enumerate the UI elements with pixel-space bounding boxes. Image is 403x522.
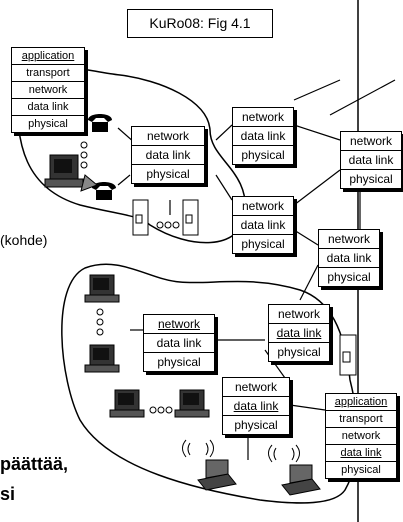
laptop-icon [197,459,237,491]
layer-data-link: data link [233,126,293,145]
router-stack-c: network data link physical [340,131,402,189]
ellipsis-dots [156,221,180,229]
layer-data-link: data link [223,396,289,415]
desktop-computer-icon [84,344,120,373]
laptop-icon [281,464,321,496]
layer-network: network [234,380,278,394]
layer-network: network [326,427,396,444]
layer-physical: physical [319,267,379,286]
router-stack-e: network data link physical [318,229,380,287]
layer-physical: physical [269,342,329,361]
server-icon [182,199,199,236]
layer-application: application [21,50,75,62]
router-stack-g: network data link physical [268,304,330,362]
layer-data-link: data link [132,145,204,164]
layer-physical: physical [223,415,289,434]
layer-network: network [277,307,321,321]
layer-data-link: data link [12,98,84,115]
server-icon [132,199,149,236]
bottom-text-line-2: si [0,484,16,504]
figure-caption: KuRo08: Fig 4.1 [127,9,273,38]
router-stack-b: network data link physical [232,107,294,165]
layer-transport: transport [326,410,396,427]
layer-data-link: data link [233,215,293,234]
desktop-computer-icon [174,389,210,418]
ellipsis-dots [80,141,88,169]
layer-network: network [241,110,285,124]
layer-network: network [157,317,201,331]
host-protocol-stack-right: application transport network data link … [325,393,397,479]
wireless-icon [268,444,300,463]
layer-data-link: data link [326,444,396,461]
desktop-computer-icon [84,274,120,303]
layer-physical: physical [132,164,204,183]
ellipsis-dots [149,406,173,414]
layer-data-link: data link [319,248,379,267]
side-text-kohde: (kohde) [0,232,48,248]
router-stack-f: network data link physical [143,314,215,372]
layer-network: network [327,232,371,246]
layer-physical: physical [12,115,84,132]
telephone-icon [88,114,112,132]
layer-physical: physical [326,461,396,478]
router-stack-d: network data link physical [232,196,294,254]
router-stack-h: network data link physical [222,377,290,435]
desktop-computer-icon [109,389,145,418]
layer-network: network [12,81,84,98]
layer-network: network [241,199,285,213]
desktop-computer-icon [44,154,98,192]
layer-data-link: data link [144,333,214,352]
layer-data-link: data link [341,150,401,169]
layer-application: application [334,396,388,408]
telephone-icon [92,182,116,200]
bottom-text-line-1: päättää, [0,454,69,474]
ellipsis-dots [96,308,104,336]
router-stack-a: network data link physical [131,126,205,184]
layer-physical: physical [144,352,214,371]
layer-transport: transport [12,64,84,81]
layer-physical: physical [233,145,293,164]
layer-physical: physical [341,169,401,188]
host-protocol-stack-left: application transport network data link … [11,47,85,133]
layer-network: network [146,129,190,143]
server-icon [339,334,357,376]
layer-physical: physical [233,234,293,253]
layer-network: network [349,134,393,148]
wireless-icon [182,439,214,458]
layer-data-link: data link [269,323,329,342]
